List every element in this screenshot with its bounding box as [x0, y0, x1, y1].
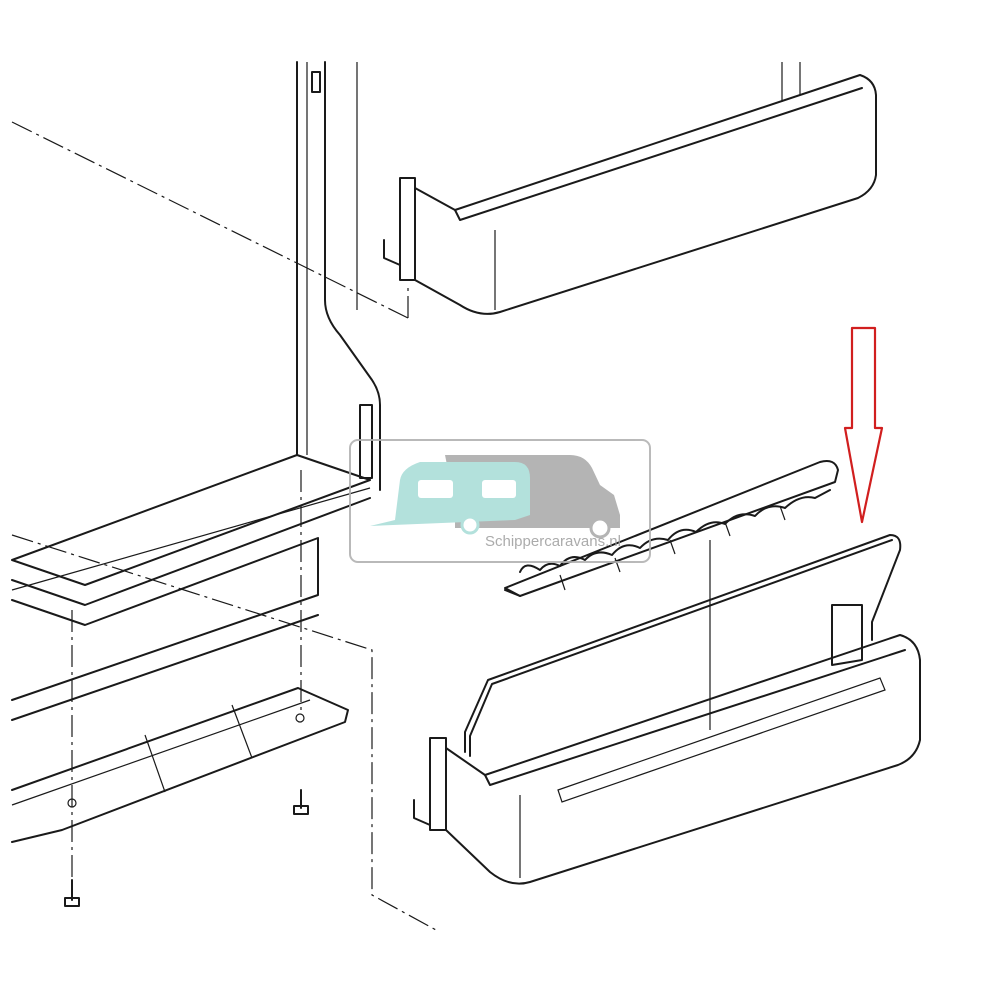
lower-door-tray [413, 540, 921, 885]
door-bottom-frame [11, 454, 371, 721]
screw-left [64, 879, 80, 907]
down-arrow-icon [843, 326, 884, 524]
bottom-rail-strip [11, 687, 349, 843]
retaining-wire-bar [464, 534, 902, 757]
upper-door-tray [383, 62, 877, 315]
serrated-bottle-holder-strip [504, 460, 839, 597]
screw-right [293, 789, 309, 815]
watermark-logo: Schippercaravans.nl [349, 439, 651, 563]
watermark-text: Schippercaravans.nl [485, 533, 621, 550]
door-panel [11, 61, 437, 931]
